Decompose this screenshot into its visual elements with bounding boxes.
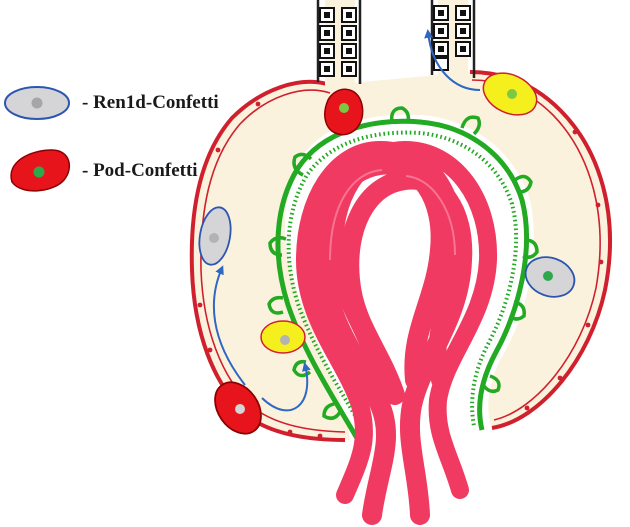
podocyte-layer [275,118,530,442]
arrow-to-tubule-icon [424,29,481,91]
grey-cell-left [198,206,232,266]
glomerular-capillaries [295,140,498,525]
capsule-outer-wall-left [189,79,346,442]
legend-pod-marker-icon [10,149,71,192]
podocyte-foot-processes [286,130,519,436]
podocyte-bumps [267,106,539,420]
capillary-highlights [329,169,456,261]
legend-ren1d-marker-icon [4,86,70,120]
grey-cell-right [524,256,576,298]
capsule-wall-nuclei [197,101,604,439]
arrow-to-grey-cell-icon [212,265,246,386]
red-cell-bottom-left [214,381,262,435]
legend-label-pod: - Pod-Confetti [82,160,198,181]
migration-arrows [212,29,481,412]
yellow-cell-left [260,320,306,354]
arrow-to-yellow-cell-icon [261,362,311,412]
legend-label-ren1d: - Ren1d-Confetti [82,92,219,113]
yellow-cell-top [482,72,538,116]
capsule-outer-wall-left-inner-line [200,89,346,433]
proximal-tubule [316,0,476,88]
red-cell-top [324,88,364,136]
